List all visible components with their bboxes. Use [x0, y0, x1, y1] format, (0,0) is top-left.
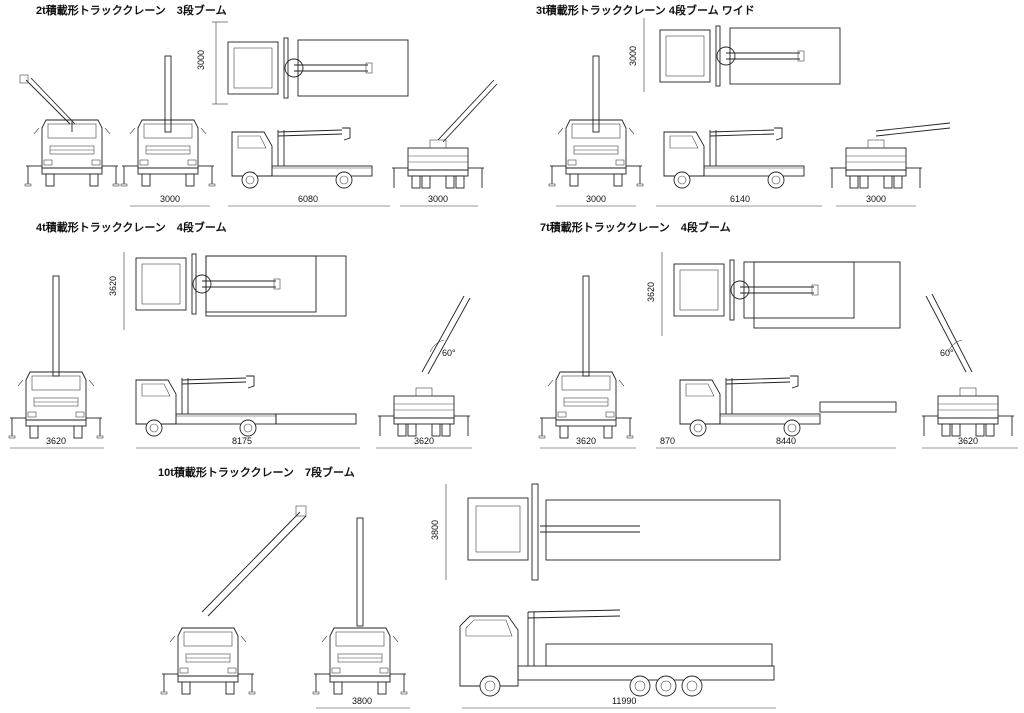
view-4t-side	[135, 375, 357, 437]
dim-3t-rear: 3000	[866, 194, 886, 204]
dim-2t-top: 3000	[196, 50, 206, 70]
view-4t-top	[135, 253, 347, 317]
view-2t-front-boom	[19, 74, 120, 187]
view-2t-front-stowed	[120, 55, 216, 187]
dim-4t-top: 3620	[108, 276, 118, 296]
view-3t-front-stowed	[548, 55, 644, 187]
title-7t: 7t積載形トラッククレーン 4段ブーム	[540, 222, 731, 234]
view-4t-rear	[377, 295, 471, 437]
view-2t-side	[231, 127, 373, 189]
angle-4t: 60°	[442, 348, 456, 358]
dim-3t-front: 3000	[586, 194, 606, 204]
view-3t-top	[659, 25, 841, 87]
dim-3t-top: 3000	[628, 46, 638, 66]
dim-7t-rear: 3620	[958, 436, 978, 446]
dim-4t-front: 3620	[46, 436, 66, 446]
dim-7t-top: 3620	[646, 282, 656, 302]
dim-7t-side: 8440	[776, 436, 796, 446]
view-7t-rear	[921, 293, 1015, 437]
dim-7t-front: 3620	[576, 436, 596, 446]
view-10t-front-stowed	[312, 517, 408, 695]
dim-2t-rear: 3000	[428, 194, 448, 204]
dim-7t-front-ext: 870	[660, 436, 675, 446]
dim-2t-side: 6080	[298, 194, 318, 204]
title-3t: 3t積載形トラッククレーン 4段ブーム ワイド	[536, 5, 755, 17]
title-10t: 10t積載形トラッククレーン 7段ブーム	[158, 467, 355, 479]
view-10t-side	[459, 609, 775, 697]
dim-10t-top: 3800	[430, 520, 440, 540]
view-3t-side	[663, 127, 805, 189]
view-7t-top	[673, 259, 901, 329]
dims-4t	[10, 252, 472, 449]
dim-4t-side: 8175	[232, 436, 252, 446]
view-3t-rear	[829, 122, 951, 189]
dims-10t	[316, 484, 776, 709]
dim-2t-front: 3000	[160, 194, 180, 204]
title-2t: 2t積載形トラッククレーン 3段ブーム	[36, 5, 227, 17]
view-10t-front-boom	[160, 505, 307, 695]
dims-7t	[540, 252, 1018, 449]
view-7t-side	[679, 375, 897, 437]
dim-4t-rear: 3620	[414, 436, 434, 446]
title-4t: 4t積載形トラッククレーン 4段ブーム	[36, 222, 227, 234]
view-2t-rear	[391, 79, 498, 189]
dim-10t-front: 3800	[352, 696, 372, 706]
angle-7t: 60°	[940, 348, 954, 358]
view-7t-front-stowed	[538, 275, 634, 439]
dims-2t	[130, 21, 478, 207]
view-2t-top	[227, 37, 409, 99]
dim-3t-side: 6140	[730, 194, 750, 204]
view-4t-front-stowed	[8, 275, 104, 439]
dim-10t-side: 11990	[612, 696, 636, 706]
view-10t-top	[467, 483, 781, 581]
dims-3t	[556, 18, 916, 207]
